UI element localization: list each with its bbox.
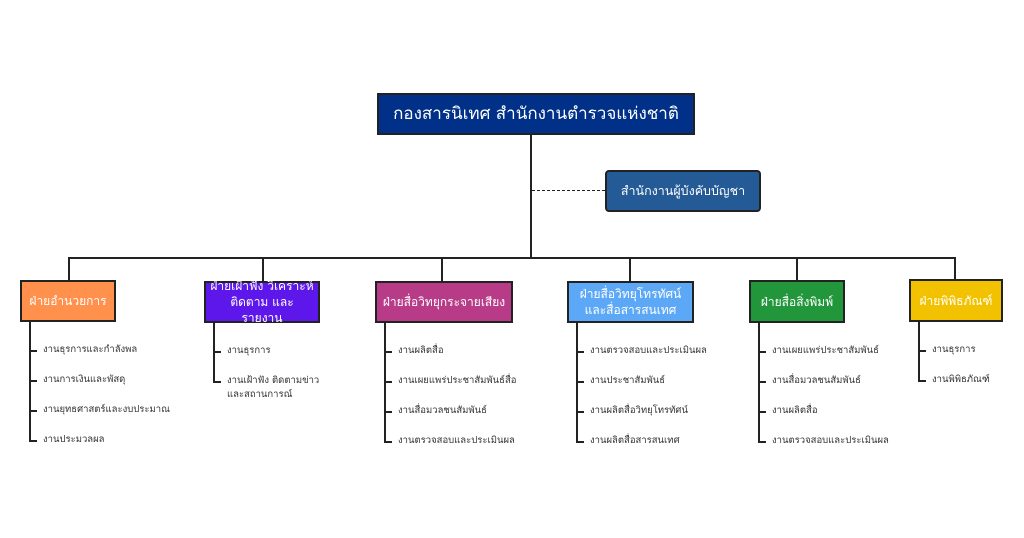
unit-connector [576, 441, 584, 443]
unit-connector [758, 351, 766, 353]
unit-item: งานผลิตสื่อวิทยุโทรทัศน์ [590, 405, 688, 416]
unit-item: งานสื่อมวลชนสัมพันธ์ [772, 375, 861, 386]
unit-connector [29, 440, 37, 442]
unit-spine [213, 323, 215, 383]
division-label: ฝ่ายสื่อวิทยุกระจายเสียง [382, 295, 506, 309]
unit-connector [918, 350, 926, 352]
division-stem [954, 258, 956, 279]
division-node: ฝ่ายเฝ้าฟัง วิเคราะห์ ติดตาม และรายงาน [204, 279, 320, 325]
unit-item: งานประมวลผล [43, 434, 105, 445]
division-label: ฝ่ายพิพิธภัณฑ์ [919, 293, 993, 308]
unit-item: งานการเงินและพัสดุ [43, 374, 126, 385]
division-label: ฝ่ายอำนวยการ [29, 294, 107, 308]
unit-item: งานสื่อมวลชนสัมพันธ์ [398, 405, 487, 416]
unit-connector [384, 381, 392, 383]
unit-item: งานประชาสัมพันธ์ [590, 375, 666, 386]
unit-connector [576, 351, 584, 353]
division-node: ฝ่ายพิพิธภัณฑ์ [909, 279, 1003, 322]
division-label: ฝ่ายเฝ้าฟัง วิเคราะห์ ติดตาม และรายงาน [210, 279, 314, 325]
unit-item: งานผลิตสื่อ [772, 405, 818, 416]
unit-connector [29, 350, 37, 352]
division-stem [68, 258, 70, 280]
unit-item: งานธุรการและกำลังพล [43, 344, 138, 355]
division-node: ฝ่ายสื่อวิทยุกระจายเสียง [375, 281, 513, 323]
unit-connector [384, 441, 392, 443]
unit-item: งานผลิตสื่อสารสนเทศ [590, 435, 680, 446]
division-label: ฝ่ายสื่อสิ่งพิมพ์ [760, 294, 834, 309]
unit-item: งานยุทธศาสตร์และงบประมาณ [43, 404, 170, 415]
unit-spine [918, 322, 920, 382]
division-stem [796, 258, 798, 280]
division-label: ฝ่ายสื่อวิทยุโทรทัศน์ และสื่อสารสนเทศ [579, 287, 682, 317]
unit-connector [758, 411, 766, 413]
root-node: กองสารนิเทศ สำนักงานตำรวจแห่งชาติ [377, 93, 695, 135]
unit-item: งานเผยแพร่ประชาสัมพันธ์ [772, 345, 879, 356]
unit-item: งานเฝ้าฟัง ติดตามข่าว และสถานการณ์ [227, 375, 320, 400]
advisor-node: สำนักงานผู้บังคับบัญชา [605, 170, 761, 212]
unit-item: งานเผยแพร่ประชาสัมพันธ์สื่อ [398, 375, 517, 386]
unit-connector [384, 411, 392, 413]
division-node: ฝ่ายสื่อสิ่งพิมพ์ [749, 280, 845, 323]
division-bus [68, 257, 956, 259]
unit-item: งานตรวจสอบและประเมินผล [772, 435, 889, 446]
unit-item: งานพิพิธภัณฑ์ [932, 374, 990, 385]
unit-connector [29, 380, 37, 382]
unit-item: งานตรวจสอบและประเมินผล [590, 345, 707, 356]
advisor-label: สำนักงานผู้บังคับบัญชา [620, 183, 746, 198]
unit-spine [758, 323, 760, 443]
unit-connector [918, 380, 926, 382]
unit-spine [29, 322, 31, 442]
unit-item: งานธุรการ [227, 345, 271, 356]
unit-connector [213, 381, 221, 383]
division-stem [629, 258, 631, 281]
unit-connector [29, 410, 37, 412]
unit-connector [384, 351, 392, 353]
unit-connector [758, 381, 766, 383]
root-connector [530, 135, 532, 259]
division-node: ฝ่ายสื่อวิทยุโทรทัศน์ และสื่อสารสนเทศ [567, 281, 694, 323]
unit-connector [758, 441, 766, 443]
unit-item: งานตรวจสอบและประเมินผล [398, 435, 515, 446]
unit-item: งานผลิตสื่อ [398, 345, 444, 356]
unit-spine [384, 323, 386, 443]
unit-connector [576, 381, 584, 383]
division-node: ฝ่ายอำนวยการ [20, 280, 116, 322]
unit-connector [213, 351, 221, 353]
unit-spine [576, 323, 578, 443]
division-stem [441, 258, 443, 281]
unit-item: งานธุรการ [932, 344, 976, 355]
unit-connector [576, 411, 584, 413]
division-stem [262, 258, 264, 281]
root-label: กองสารนิเทศ สำนักงานตำรวจแห่งชาติ [393, 104, 679, 124]
advisor-connector [532, 190, 605, 191]
